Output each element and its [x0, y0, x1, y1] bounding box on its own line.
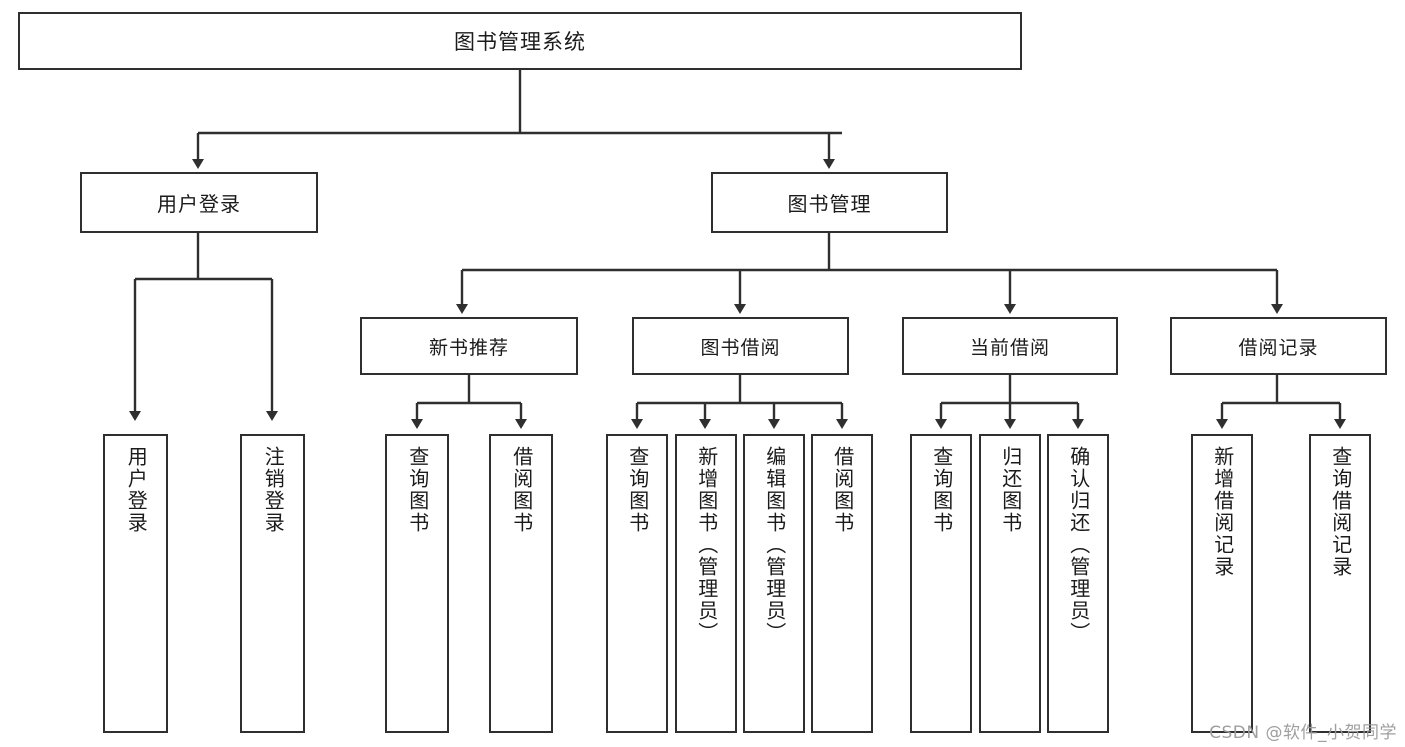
- leaf-label: 新增借阅记录: [1210, 446, 1235, 578]
- leaf-label: 确认归还（管理员）: [1066, 446, 1091, 644]
- leaf-current-borrow-0[interactable]: 查询图书: [910, 434, 972, 733]
- leaf-label: 查询图书: [929, 446, 954, 534]
- node-new-book-rec-label: 新书推荐: [428, 336, 509, 359]
- leaf-label: 归还图书: [998, 446, 1023, 534]
- node-user-login[interactable]: 用户登录: [80, 172, 318, 233]
- node-book-borrow-label: 图书借阅: [700, 336, 781, 359]
- node-borrow-record[interactable]: 借阅记录: [1170, 317, 1387, 375]
- leaf-label: 编辑图书（管理员）: [762, 446, 787, 644]
- leaf-label: 用户登录: [124, 446, 149, 534]
- leaf-current-borrow-2[interactable]: 确认归还（管理员）: [1047, 434, 1109, 733]
- leaf-book-borrow-1[interactable]: 新增图书（管理员）: [675, 434, 737, 733]
- node-current-borrow[interactable]: 当前借阅: [902, 317, 1118, 375]
- node-user-login-label: 用户登录: [157, 192, 241, 216]
- leaf-book-borrow-0[interactable]: 查询图书: [606, 434, 668, 733]
- leaf-borrow-record-0[interactable]: 新增借阅记录: [1191, 434, 1253, 733]
- leaf-book-borrow-2[interactable]: 编辑图书（管理员）: [743, 434, 805, 733]
- leaf-borrow-record-1[interactable]: 查询借阅记录: [1309, 434, 1371, 733]
- node-root-label: 图书管理系统: [454, 30, 586, 54]
- leaf-current-borrow-1[interactable]: 归还图书: [979, 434, 1041, 733]
- leaf-book-borrow-3[interactable]: 借阅图书: [811, 434, 873, 733]
- leaf-new-book-rec-0[interactable]: 查询图书: [385, 434, 449, 733]
- leaf-user-login-0[interactable]: 用户登录: [103, 434, 168, 733]
- node-borrow-record-label: 借阅记录: [1238, 336, 1319, 359]
- leaf-label: 新增图书（管理员）: [694, 446, 719, 644]
- node-book-manage-label: 图书管理: [787, 192, 872, 216]
- leaf-label: 查询图书: [625, 446, 650, 534]
- leaf-user-login-1[interactable]: 注销登录: [240, 434, 305, 733]
- leaf-label: 注销登录: [261, 446, 286, 534]
- node-root[interactable]: 图书管理系统: [18, 12, 1022, 70]
- node-current-borrow-label: 当前借阅: [969, 336, 1050, 359]
- leaf-new-book-rec-1[interactable]: 借阅图书: [489, 434, 553, 733]
- node-book-manage[interactable]: 图书管理: [711, 172, 948, 233]
- leaf-label: 借阅图书: [830, 446, 855, 534]
- leaf-label: 查询图书: [405, 446, 430, 534]
- leaf-label: 查询借阅记录: [1328, 446, 1353, 578]
- watermark: CSDN @软件_小贺同学: [1209, 723, 1397, 743]
- node-book-borrow[interactable]: 图书借阅: [632, 317, 849, 375]
- node-new-book-rec[interactable]: 新书推荐: [360, 317, 578, 375]
- leaf-label: 借阅图书: [509, 446, 534, 534]
